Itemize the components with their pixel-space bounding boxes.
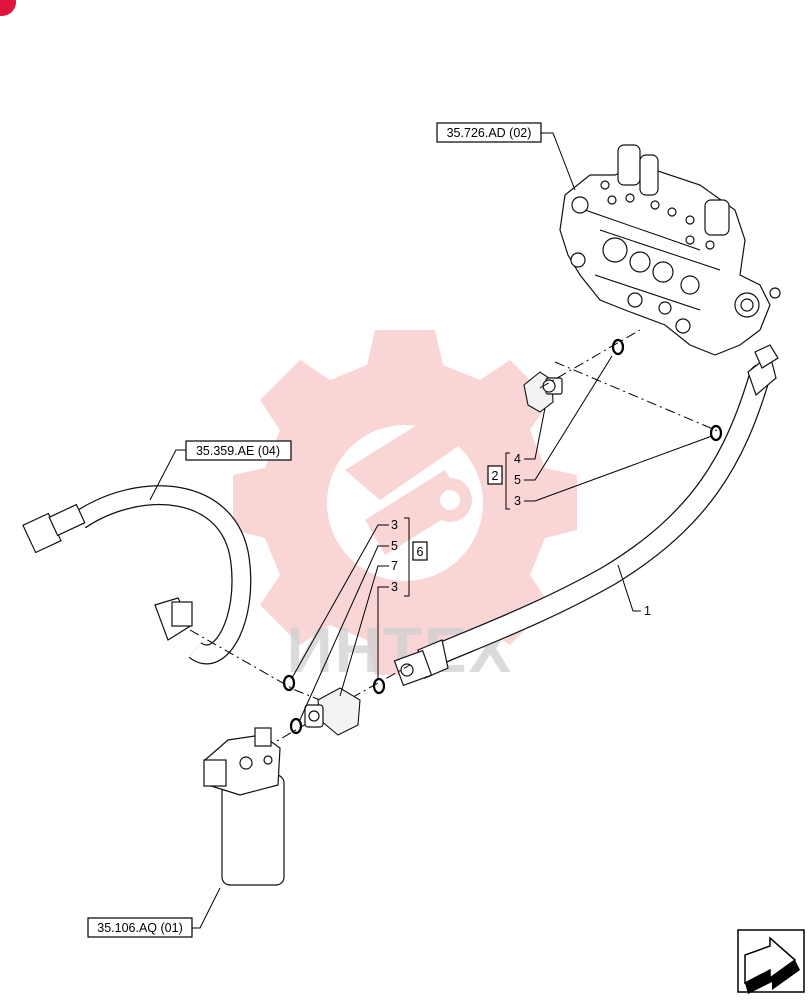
svg-text:35.359.AE (04): 35.359.AE (04)	[196, 444, 280, 458]
leader-valve	[541, 132, 576, 191]
o-ring-upper-hose	[709, 424, 723, 442]
reference-filter[interactable]: 35.106.AQ (01)	[87, 917, 193, 938]
group-bracket-lower: 6 3 5 7 3	[291, 517, 428, 723]
hose-1	[393, 344, 779, 687]
callout-4: 4	[514, 452, 521, 466]
leader-hose-1	[617, 564, 641, 612]
group-bracket-upper: 2 4 5 3	[487, 355, 713, 510]
reference-hose-upper[interactable]: 35.359.AE (04)	[185, 440, 292, 461]
svg-text:35.106.AQ (01): 35.106.AQ (01)	[97, 921, 182, 935]
arrow-icon[interactable]	[737, 929, 805, 994]
group-label-2: 2	[492, 469, 499, 483]
adapter-fitting-lower	[304, 687, 361, 736]
leader-filter	[192, 887, 221, 929]
reference-valve[interactable]: 35.726.AD (02)	[436, 122, 542, 143]
callout-1: 1	[644, 604, 651, 618]
centerline-lower	[189, 629, 321, 701]
callout-3-lower-b: 3	[391, 580, 398, 594]
group-label-6: 6	[417, 545, 424, 559]
callout-5-upper: 5	[514, 473, 521, 487]
o-ring-lower-b	[372, 677, 386, 695]
hose-upper	[22, 485, 252, 665]
svg-text:35.726.AD (02): 35.726.AD (02)	[447, 126, 532, 140]
o-ring-lower-c	[289, 717, 303, 735]
leader-hose-upper	[149, 449, 186, 501]
watermark-logo	[233, 330, 577, 675]
centerline-upper-b	[554, 361, 721, 433]
control-valve-block	[559, 144, 781, 356]
callout-3-upper: 3	[514, 494, 521, 508]
adapter-fitting-upper	[523, 371, 563, 413]
callout-5-lower: 5	[391, 539, 398, 553]
callout-7: 7	[391, 559, 398, 573]
corner-badge-icon	[0, 0, 16, 16]
o-ring-upper-valve	[611, 338, 625, 356]
o-ring-lower-a	[282, 674, 296, 692]
oil-filter	[203, 727, 285, 886]
callout-3-lower-a: 3	[391, 518, 398, 532]
